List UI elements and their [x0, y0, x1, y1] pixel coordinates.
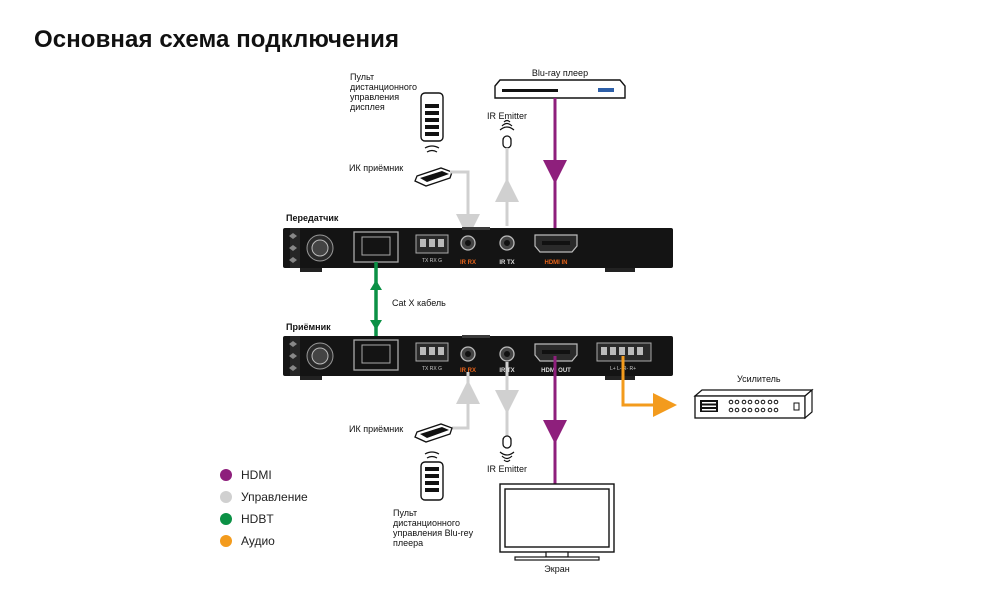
receiver-device — [283, 335, 673, 380]
display-remote-icon — [420, 92, 444, 153]
tx-ir-tx-label: IR TX — [499, 260, 514, 266]
legend-item-hdmi: HDMI — [220, 464, 308, 486]
bluray-player-label: Blu-ray плеер — [531, 68, 589, 78]
legend-swatch-hdmi — [220, 469, 232, 481]
legend-label: Аудио — [241, 534, 275, 548]
screen-label: Экран — [544, 564, 570, 574]
legend-label: Управление — [241, 490, 308, 504]
transmitter-label: Передатчик — [286, 213, 339, 223]
bluray-player-icon — [494, 79, 626, 99]
ir-receiver-top-icon — [414, 167, 453, 187]
legend-label: HDBT — [241, 512, 274, 526]
screen-icon — [499, 483, 615, 561]
bluray-remote-label: Пульт дистанционного управления Blu-rey … — [393, 508, 474, 548]
rx-terminal-label: TX RX G — [422, 366, 442, 372]
display-remote-label: Пульт дистанционного управления дисплея — [350, 72, 417, 112]
ir-receiver-top-label: ИК приёмник — [349, 163, 404, 173]
legend-swatch-control — [220, 491, 232, 503]
amplifier-label: Усилитель — [737, 374, 781, 384]
ir-emitter-top-label: IR Emitter — [486, 111, 527, 121]
amplifier-icon — [693, 388, 814, 420]
legend-swatch-hdbt — [220, 513, 232, 525]
legend: HDMI Управление HDBT Аудио — [220, 464, 308, 552]
transmitter-device — [283, 227, 673, 272]
tx-terminal-label: TX RX G — [422, 258, 442, 264]
ir-emitter-bottom-label: IR Emitter — [486, 464, 527, 474]
tx-hdmi-in-label: HDMI IN — [545, 260, 568, 266]
legend-swatch-audio — [220, 535, 232, 547]
tx-ir-rx-label: IR RX — [460, 260, 476, 266]
ir-emitter-bottom-icon — [499, 435, 515, 463]
legend-item-control: Управление — [220, 486, 308, 508]
receiver-label: Приёмник — [286, 322, 331, 332]
cat-cable-label: Cat X кабель — [392, 298, 446, 308]
bluray-remote-icon — [420, 451, 444, 501]
page-title: Основная схема подключения — [34, 26, 400, 53]
ir-receiver-bottom-icon — [414, 423, 453, 443]
ir-receiver-bottom-label: ИК приёмник — [349, 424, 404, 434]
ir-emitter-top-icon — [499, 119, 515, 149]
rx-ir-rx-label: IR RX — [460, 368, 476, 374]
legend-item-hdbt: HDBT — [220, 508, 308, 530]
legend-label: HDMI — [241, 468, 272, 482]
legend-item-audio: Аудио — [220, 530, 308, 552]
